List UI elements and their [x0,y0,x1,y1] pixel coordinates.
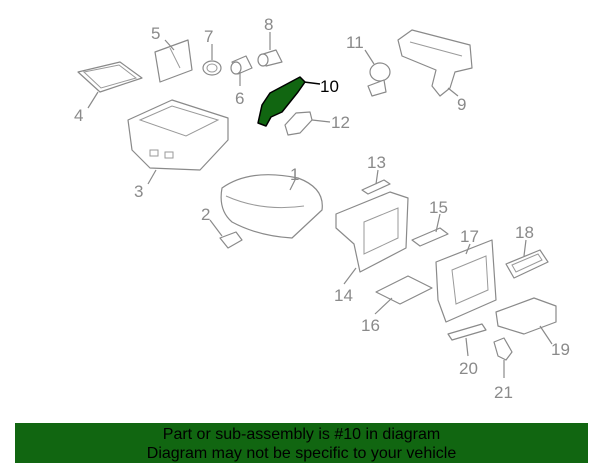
callout-15[interactable]: 15 [429,198,448,217]
part-1[interactable] [220,174,323,239]
info-banner: Part or sub-assembly is #10 in diagram D… [15,423,588,463]
part-21[interactable] [493,337,513,361]
banner-line-part: Part or sub-assembly is #10 in diagram [162,426,441,443]
callout-1[interactable]: 1 [290,165,299,184]
callout-3[interactable]: 3 [134,182,143,201]
callout-7[interactable]: 7 [204,27,213,46]
callout-21[interactable]: 21 [494,383,513,402]
part-14[interactable] [335,191,409,273]
callout-12[interactable]: 12 [331,113,350,132]
callout-13[interactable]: 13 [367,153,386,172]
part-19[interactable] [495,297,557,335]
leader-lines [87,32,553,378]
part-10-highlighted[interactable] [257,76,306,127]
part-18[interactable] [505,249,549,279]
callout-10[interactable]: 10 [320,77,339,96]
parts-diagram: 1 2 3 4 5 6 7 8 9 10 11 12 13 14 15 16 1… [74,15,570,402]
part-16[interactable] [375,275,433,305]
part-4[interactable] [77,61,143,93]
callout-2[interactable]: 2 [201,205,210,224]
part-7[interactable] [202,60,222,76]
callout-20[interactable]: 20 [459,359,478,378]
callout-8[interactable]: 8 [264,15,273,34]
part-5[interactable] [154,39,193,83]
part-8[interactable] [257,49,283,67]
callout-19[interactable]: 19 [551,340,570,359]
callout-18[interactable]: 18 [515,223,534,242]
part-17[interactable] [435,239,497,323]
callout-9[interactable]: 9 [457,95,466,114]
part-3[interactable] [127,99,229,171]
callout-6[interactable]: 6 [235,89,244,108]
part-15[interactable] [411,227,449,247]
banner-line-disclaimer: Diagram may not be specific to your vehi… [146,445,457,462]
part-12[interactable] [284,111,313,136]
part-20[interactable] [447,323,487,341]
callout-4[interactable]: 4 [74,106,83,125]
callout-16[interactable]: 16 [361,316,380,335]
callout-17[interactable]: 17 [460,227,479,246]
callout-14[interactable]: 14 [334,286,353,305]
callout-11[interactable]: 11 [346,33,364,52]
part-6[interactable] [230,55,253,75]
part-9[interactable] [397,29,473,97]
part-11[interactable] [367,62,391,97]
callout-labels: 1 2 3 4 5 6 7 8 9 10 11 12 13 14 15 16 1… [74,15,570,402]
callout-5[interactable]: 5 [151,24,160,43]
part-2[interactable] [219,231,243,249]
